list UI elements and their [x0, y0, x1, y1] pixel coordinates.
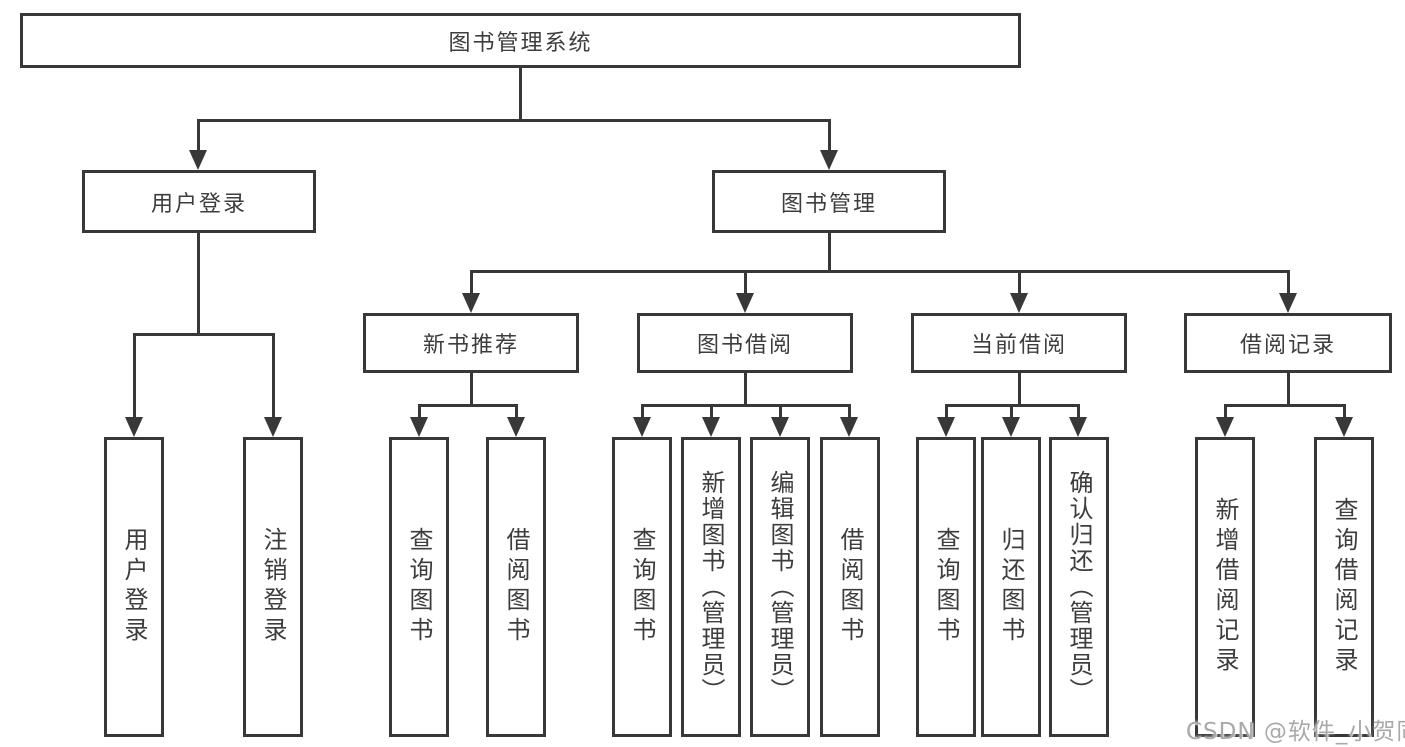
node-label: 查询图书 [932, 527, 960, 647]
node-borrow-books-recommend: 借阅图书 [486, 437, 546, 737]
connector-vline [519, 68, 522, 120]
arrow-down-icon [1010, 293, 1028, 313]
node-user-login: 用户登录 [104, 437, 164, 737]
node-label: 借阅图书 [502, 527, 530, 647]
connector-vline [1287, 270, 1290, 295]
node-label: 图书管理 [780, 191, 877, 217]
arrow-down-icon [702, 417, 720, 437]
connector-vline [470, 373, 473, 406]
arrow-down-icon [633, 417, 651, 437]
node-label: 新增借阅记录 [1211, 497, 1239, 677]
arrow-down-icon [1069, 417, 1087, 437]
arrow-down-icon [507, 417, 525, 437]
arrow-down-icon [1279, 293, 1297, 313]
connector-vline [1077, 404, 1080, 419]
node-borrowing-records: 借阅记录 [1184, 313, 1392, 373]
connector-hline [418, 404, 518, 407]
node-label: 借阅图书 [836, 527, 864, 647]
node-label: 查询图书 [405, 527, 433, 647]
connector-vline [1018, 270, 1021, 295]
node-current-borrowing: 当前借阅 [911, 313, 1127, 373]
node-library-management-system: 图书管理系统 [20, 13, 1021, 68]
node-label: 确认归还（管理员） [1065, 470, 1093, 704]
connector-vline [197, 233, 200, 335]
arrow-down-icon [820, 150, 838, 170]
connector-vline [779, 404, 782, 419]
connector-vline [945, 404, 948, 419]
node-query-books-recommend: 查询图书 [389, 437, 449, 737]
connector-vline [197, 119, 200, 152]
arrow-down-icon [264, 417, 282, 437]
node-label: 注销登录 [259, 527, 287, 647]
node-label: 用户登录 [150, 191, 247, 217]
connector-hline [1224, 404, 1345, 407]
node-label: 借阅记录 [1239, 333, 1336, 358]
connector-vline [515, 404, 518, 419]
node-query-borrow-record: 查询借阅记录 [1314, 437, 1374, 737]
node-label: 当前借阅 [970, 333, 1067, 358]
connector-hline [197, 119, 831, 122]
arrow-down-icon [840, 417, 858, 437]
node-confirm-return-admin: 确认归还（管理员） [1049, 437, 1109, 737]
node-query-books-current: 查询图书 [916, 437, 976, 737]
arrow-down-icon [1002, 417, 1020, 437]
connector-vline [272, 333, 275, 419]
node-label: 查询借阅记录 [1330, 497, 1358, 677]
node-new-book-recommend: 新书推荐 [363, 313, 579, 373]
arrow-down-icon [1216, 417, 1234, 437]
connector-vline [848, 404, 851, 419]
connector-vline [1018, 373, 1021, 406]
arrow-down-icon [189, 150, 207, 170]
node-label: 图书管理系统 [448, 30, 593, 56]
arrow-down-icon [125, 417, 143, 437]
node-label: 用户登录 [120, 527, 148, 647]
node-label: 新书推荐 [422, 333, 519, 358]
node-label: 图书借阅 [696, 333, 793, 358]
node-query-books-borrowing: 查询图书 [612, 437, 672, 737]
node-book-borrowing: 图书借阅 [637, 313, 853, 373]
connector-vline [1010, 404, 1013, 419]
arrow-down-icon [736, 293, 754, 313]
connector-hline [133, 333, 275, 336]
arrow-down-icon [937, 417, 955, 437]
node-edit-books-admin: 编辑图书（管理员） [750, 437, 810, 737]
connector-vline [828, 119, 831, 152]
connector-vline [470, 270, 473, 295]
node-user-login-branch: 用户登录 [82, 170, 316, 233]
node-logout: 注销登录 [243, 437, 303, 737]
connector-hline [470, 270, 1290, 273]
arrow-down-icon [771, 417, 789, 437]
arrow-down-icon [462, 293, 480, 313]
arrow-down-icon [1335, 417, 1353, 437]
connector-vline [710, 404, 713, 419]
connector-vline [1343, 404, 1346, 419]
connector-vline [641, 404, 644, 419]
connector-vline [133, 333, 136, 419]
node-label: 编辑图书（管理员） [766, 470, 794, 704]
node-book-management: 图书管理 [712, 170, 946, 233]
node-label: 归还图书 [997, 527, 1025, 647]
connector-vline [1287, 373, 1290, 406]
connector-vline [1224, 404, 1227, 419]
node-return-books: 归还图书 [981, 437, 1041, 737]
arrow-down-icon [410, 417, 428, 437]
connector-vline [744, 270, 747, 295]
connector-vline [418, 404, 421, 419]
connector-vline [744, 373, 747, 406]
node-label: 新增图书（管理员） [697, 470, 725, 704]
connector-hline [641, 404, 851, 407]
node-add-books-admin: 新增图书（管理员） [681, 437, 741, 737]
node-add-borrow-record: 新增借阅记录 [1195, 437, 1255, 737]
connector-vline [828, 233, 831, 272]
watermark-text: CSDN @软件_小贺同学 [1186, 719, 1405, 745]
node-borrow-books-borrowing: 借阅图书 [820, 437, 880, 737]
node-label: 查询图书 [628, 527, 656, 647]
